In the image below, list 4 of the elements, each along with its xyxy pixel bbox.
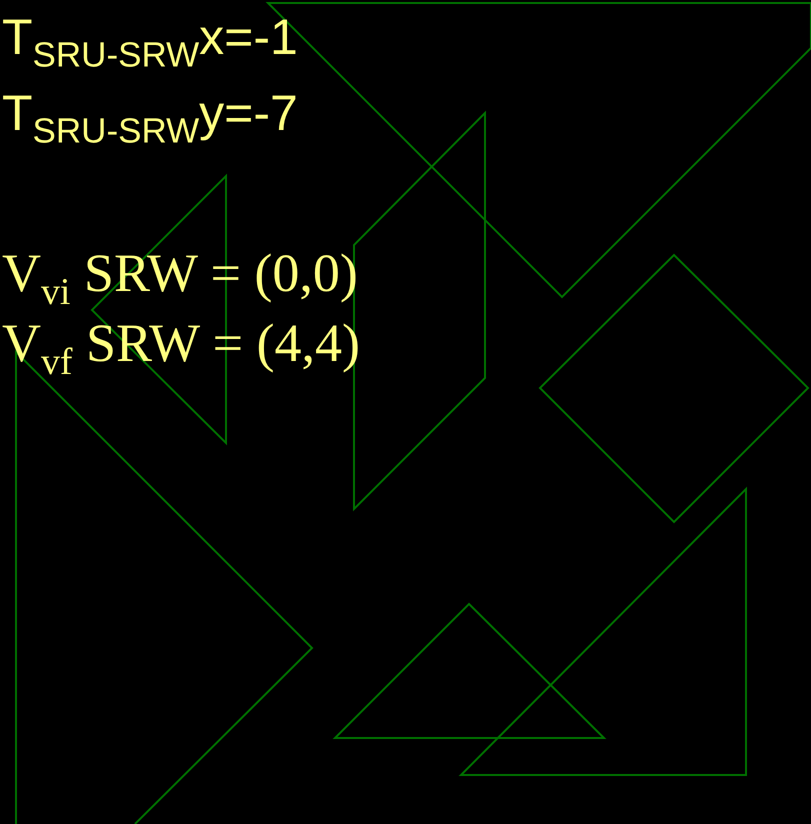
formula-text: T$_{SRU-SRW}$y=-7 bbox=[2, 88, 298, 148]
formula-text: T$_{SRU-SRW}$x=-1 bbox=[2, 12, 298, 72]
formula-text: V$_{vf}$ SRW = (4,4) bbox=[2, 316, 360, 382]
formula-text: V$_{vi}$ SRW = (0,0) bbox=[2, 246, 358, 312]
